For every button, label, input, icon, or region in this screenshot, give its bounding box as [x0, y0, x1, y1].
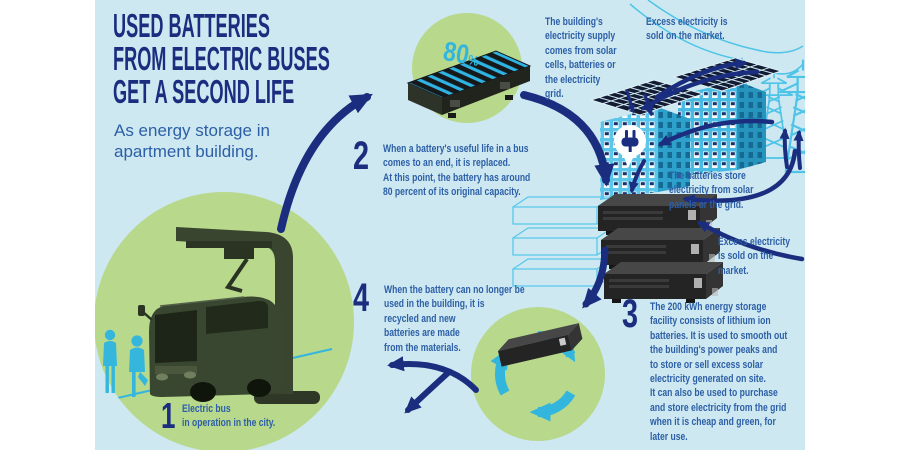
- arrow-bus-to-battery: [277, 93, 373, 233]
- annotation-batteries-store: The batteries store electricity from sol…: [669, 170, 754, 211]
- annotation-excess-top: Excess electricity is sold on the market…: [646, 16, 728, 43]
- step-3-number: 3: [622, 292, 639, 336]
- arrow-recycle-to-city-branch: [404, 369, 452, 414]
- arrow-up-to-grid-2: [793, 129, 804, 170]
- arrow-up-to-grid-1: [779, 127, 790, 169]
- bus-body: [138, 296, 283, 402]
- annotation-building-supply: The building's electricity supply comes …: [545, 16, 617, 101]
- battery-capacity-label: 80%: [441, 36, 482, 75]
- arrow-solar-to-building-1: [625, 89, 635, 114]
- step-4-number: 4: [353, 276, 370, 320]
- arrow-building-to-storage: [628, 159, 646, 194]
- arrow-storage-to-recycle: [582, 246, 609, 309]
- subtitle: As energy storage in apartment building.: [114, 121, 270, 161]
- step-3-text: The 200 kWh energy storage facility cons…: [650, 301, 788, 443]
- page-title: USED BATTERIES FROM ELECTRIC BUSES GET A…: [113, 9, 330, 108]
- recycling-symbol-icon: [490, 323, 583, 422]
- flow-arrows: [277, 58, 805, 414]
- arrow-market-to-storage: [696, 220, 805, 262]
- arrow-recycle-to-city: [386, 356, 479, 393]
- annotation-excess-right: Excess electricity is sold on the market…: [718, 236, 791, 277]
- arrow-battery-to-storage: [520, 91, 615, 187]
- plug-icon: [621, 130, 639, 152]
- electric-bus-illustration: [103, 227, 320, 404]
- capacity-unit: %: [466, 51, 481, 69]
- step-1-text: Electric bus in operation in the city.: [182, 403, 276, 430]
- step-2-number: 2: [353, 134, 370, 178]
- arrow-grid-to-building-2: [657, 118, 775, 147]
- arrow-grid-to-building: [640, 69, 760, 111]
- bus-battery-80-illustration: [406, 50, 532, 118]
- arrow-solar-to-building-2: [643, 93, 653, 117]
- pedestrians: [103, 329, 148, 397]
- step-4-text: When the battery can no longer be used i…: [384, 284, 525, 354]
- title-line-1: USED BATTERIES: [113, 7, 270, 44]
- step-1-number: 1: [161, 395, 176, 436]
- recycled-battery-illustration: [498, 323, 583, 367]
- power-lines-2: [647, 0, 804, 54]
- step-2-text: When a battery's useful life in a bus co…: [383, 143, 531, 199]
- arrow-building-to-grid: [654, 58, 748, 100]
- arrow-grid-to-storage: [682, 148, 798, 206]
- title-line-2: FROM ELECTRIC BUSES: [113, 40, 330, 77]
- plug-bubble-icon: [614, 125, 646, 168]
- title-line-3: GET A SECOND LIFE: [113, 73, 295, 110]
